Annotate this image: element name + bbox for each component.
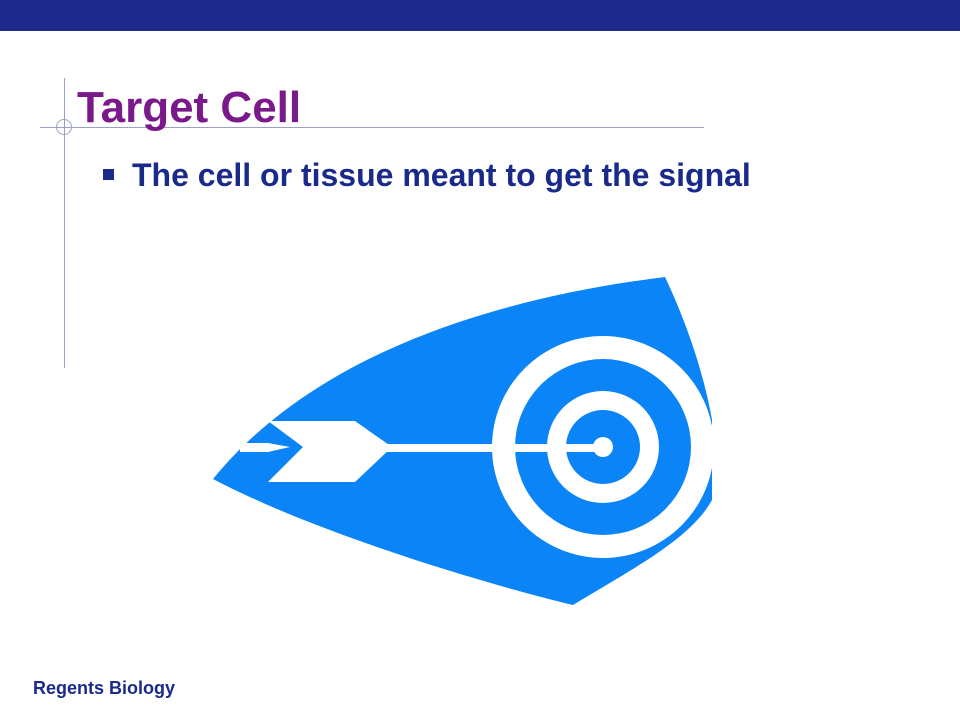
top-bar	[0, 0, 960, 31]
arrow	[240, 421, 605, 482]
slide-title: Target Cell	[77, 83, 302, 132]
horizontal-guide-line	[40, 127, 704, 128]
footer-label: Regents Biology	[33, 678, 176, 698]
vertical-guide-line	[64, 78, 65, 368]
crosshair-circle-icon	[56, 119, 72, 135]
bullet-text: The cell or tissue meant to get the sign…	[132, 157, 751, 193]
square-bullet-icon	[103, 169, 114, 180]
